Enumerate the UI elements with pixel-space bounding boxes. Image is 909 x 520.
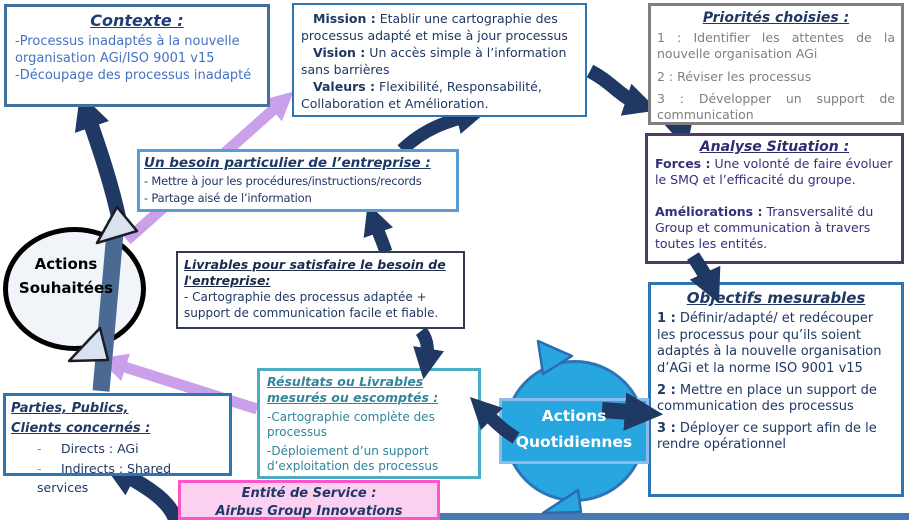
besoin-line-2: - Partage aisé de l’information: [144, 191, 312, 206]
valeurs-label: Valeurs :: [313, 79, 376, 94]
actions-quotidiennes-label: Actions Quotidiennes: [499, 403, 649, 456]
entite-box: Entité de Service : Airbus Group Innovat…: [178, 480, 440, 520]
vision-line: Vision : Un accès simple à l’information…: [301, 44, 578, 78]
resultats-line-2: -Déploiement d’un support d’exploitation…: [267, 443, 439, 474]
priorites-box: Priorités choisies : 1 : Identifier les …: [648, 3, 904, 125]
livrables-title: Livrables pour satisfaire le besoin de l…: [184, 257, 446, 288]
arrow-ellipse-to-contexte: [74, 93, 128, 226]
parties-item-1: - Directs : AGi: [11, 439, 224, 458]
objectifs-num-3: 3 :: [657, 420, 676, 436]
priorites-item-1: 1 : Identifier les attentes de la nouvel…: [657, 30, 895, 62]
vision-text: Un accès simple à l’information sans bar…: [301, 45, 567, 77]
contexte-line-2: -Découpage des processus inadapté: [15, 68, 252, 84]
ameliorations-label: Améliorations :: [655, 203, 763, 219]
arrow-livrables-to-besoin: [363, 203, 393, 255]
analyse-ameliorations: Améliorations : Transversalité du Group …: [655, 204, 894, 253]
entite-line-1: Entité de Service :: [241, 486, 377, 501]
actions-quotidiennes-line-1: Actions: [541, 407, 607, 425]
valeurs-line: Valeurs : Flexibilité, Responsabilité, C…: [301, 78, 578, 112]
forces-text: Une volonté de faire évoluer le SMQ et l…: [655, 156, 893, 188]
dash-bullet: -: [37, 441, 42, 457]
objectifs-item-3: 3 : Déployer ce support afin de le rendr…: [657, 421, 895, 454]
priorites-item-3: 3 : Développer un support de communicati…: [657, 90, 895, 122]
valeurs-text: Flexibilité, Responsabilité, Collaborati…: [301, 79, 542, 111]
analyse-title: Analyse Situation :: [699, 139, 850, 155]
ameliorations-text: Transversalité du Group et communication…: [655, 203, 874, 252]
priorites-item-2: 2 : Réviser les processus: [657, 68, 812, 84]
objectifs-title: Objectifs mesurables: [686, 289, 866, 307]
dash-bullet: -: [37, 460, 42, 476]
objectifs-item-2: 2 : Mettre en place un support de commun…: [657, 383, 895, 416]
parties-box: Parties, Publics, Clients concernés : - D…: [3, 393, 232, 495]
contexte-box: Contexte : -Processus inadaptés à la nou…: [4, 4, 270, 107]
actions-souhaitees-label: Actions Souhaitées: [18, 255, 114, 297]
objectifs-item-1: 1 : Définir/adapté/ et redécouper les pr…: [657, 311, 895, 378]
parties-title-2: Clients concernés :: [11, 421, 151, 437]
objectifs-box: Objectifs mesurables 1 : Définir/adapté/…: [648, 282, 904, 497]
objectifs-num-2: 2 :: [657, 382, 676, 398]
objectifs-text-3: Déployer ce support afin de le rendre op…: [657, 420, 877, 453]
resultats-line-1: -Cartographie complète des processus: [267, 409, 435, 440]
besoin-box: Un besoin particulier de l’entreprise : …: [137, 149, 459, 212]
besoin-line-1: - Mettre à jour les procédures/instructi…: [144, 174, 422, 188]
analyse-forces: Forces : Une volonté de faire évoluer le…: [655, 156, 894, 189]
contexte-line-1: -Processus inadaptés à la nouvelle organ…: [15, 34, 240, 67]
objectifs-text-2: Mettre en place un support de communicat…: [657, 382, 877, 415]
parties-text-1: Directs : AGi: [61, 441, 139, 457]
mission-label: Mission :: [313, 11, 376, 26]
objectifs-text-1: Définir/adapté/ et redécouper les proces…: [657, 311, 882, 376]
besoin-title: Un besoin particulier de l’entreprise :: [144, 155, 431, 171]
actions-quotidiennes-line-2: Quotidiennes: [515, 433, 633, 452]
priorites-title: Priorités choisies :: [702, 10, 850, 26]
mission-text: Etablir une cartographie des processus a…: [301, 11, 568, 43]
resultats-title: Résultats ou Livrables mesurés ou escomp…: [267, 374, 439, 406]
mission-box: Mission : Etablir une cartographie des p…: [292, 3, 587, 117]
arrow-besoin-to-mission: [397, 103, 488, 155]
vision-label: Vision :: [313, 45, 366, 60]
livrables-line: - Cartographie des processus adaptée + s…: [184, 290, 439, 320]
livrables-box: Livrables pour satisfaire le besoin de l…: [176, 251, 465, 329]
mission-line: Mission : Etablir une cartographie des p…: [301, 10, 578, 44]
entite-line-2: Airbus Group Innovations: [215, 503, 403, 519]
forces-label: Forces :: [655, 156, 711, 171]
arrow-livrables-to-resultats: [413, 326, 444, 380]
parties-title-1: Parties, Publics,: [11, 401, 129, 416]
bottom-divider-bar: [437, 513, 909, 520]
objectifs-num-1: 1 :: [657, 311, 676, 326]
contexte-title: Contexte :: [90, 11, 184, 30]
arrow-mission-to-priorites: [586, 64, 658, 116]
resultats-box: Résultats ou Livrables mesurés ou escomp…: [257, 368, 481, 479]
analyse-box: Analyse Situation : Forces : Une volonté…: [645, 133, 904, 264]
